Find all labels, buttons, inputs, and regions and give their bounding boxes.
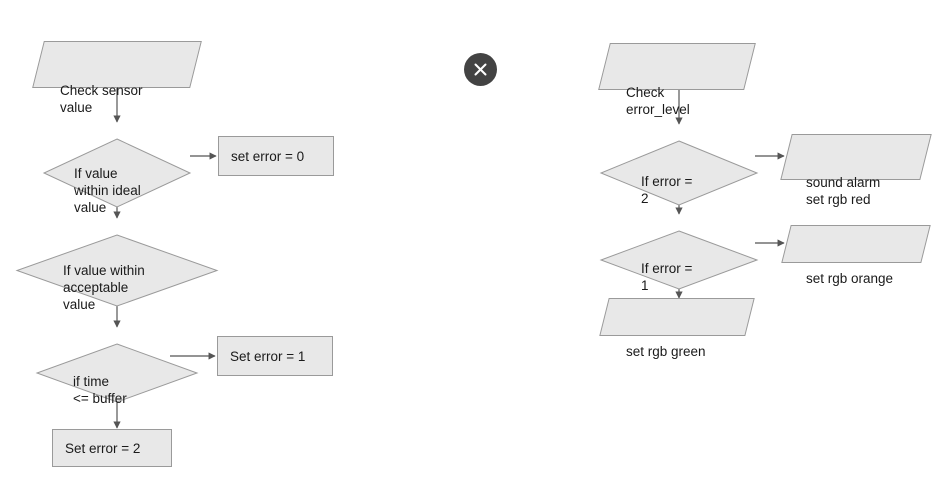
node-label: If error = 2 xyxy=(641,174,693,206)
node-set-rgb-orange[interactable]: set rgb orange xyxy=(781,225,931,286)
node-if-time-lte-buffer[interactable]: if time <= buffer xyxy=(35,327,199,406)
diamond-shape xyxy=(599,124,759,206)
node-set-rgb-green[interactable]: set rgb green xyxy=(599,298,755,359)
node-if-value-within-acceptable-value[interactable]: If value within acceptable value xyxy=(15,218,219,312)
node-label: If error = 1 xyxy=(641,261,693,293)
node-if-error-1[interactable]: If error = 1 xyxy=(599,214,759,293)
node-label: Set error = 1 xyxy=(230,348,306,364)
node-check-error-level[interactable]: Check error_level xyxy=(598,43,756,117)
diamond-shape xyxy=(42,122,192,208)
parallelogram-shape xyxy=(781,225,931,263)
node-label: Check sensor value xyxy=(60,82,143,115)
node-label: sound alarm set rgb red xyxy=(806,175,881,207)
node-label: Check error_level xyxy=(626,84,690,117)
node-label: set error = 0 xyxy=(231,148,305,164)
node-sound-alarm-set-rgb-red[interactable]: sound alarm set rgb red xyxy=(780,134,932,207)
node-label: If value within acceptable value xyxy=(63,263,145,312)
diamond-shape xyxy=(35,327,199,403)
node-label: if time <= buffer xyxy=(73,374,127,406)
node-set-error-0[interactable]: set error = 0 xyxy=(218,136,334,176)
diamond-shape xyxy=(15,218,219,307)
node-label: Set error = 2 xyxy=(65,440,141,456)
node-label: set rgb orange xyxy=(806,270,894,286)
node-set-error-1[interactable]: Set error = 1 xyxy=(217,336,333,376)
node-if-error-2[interactable]: If error = 2 xyxy=(599,124,759,206)
close-glyph xyxy=(474,63,487,76)
diamond-shape xyxy=(599,214,759,290)
node-check-sensor-value[interactable]: Check sensor value xyxy=(32,41,202,115)
node-label: If value within ideal value xyxy=(74,165,141,215)
node-if-value-within-ideal-value[interactable]: If value within ideal value xyxy=(42,122,192,215)
node-set-error-2[interactable]: Set error = 2 xyxy=(52,429,172,467)
close-icon[interactable] xyxy=(464,53,497,86)
node-label: set rgb green xyxy=(626,343,706,359)
